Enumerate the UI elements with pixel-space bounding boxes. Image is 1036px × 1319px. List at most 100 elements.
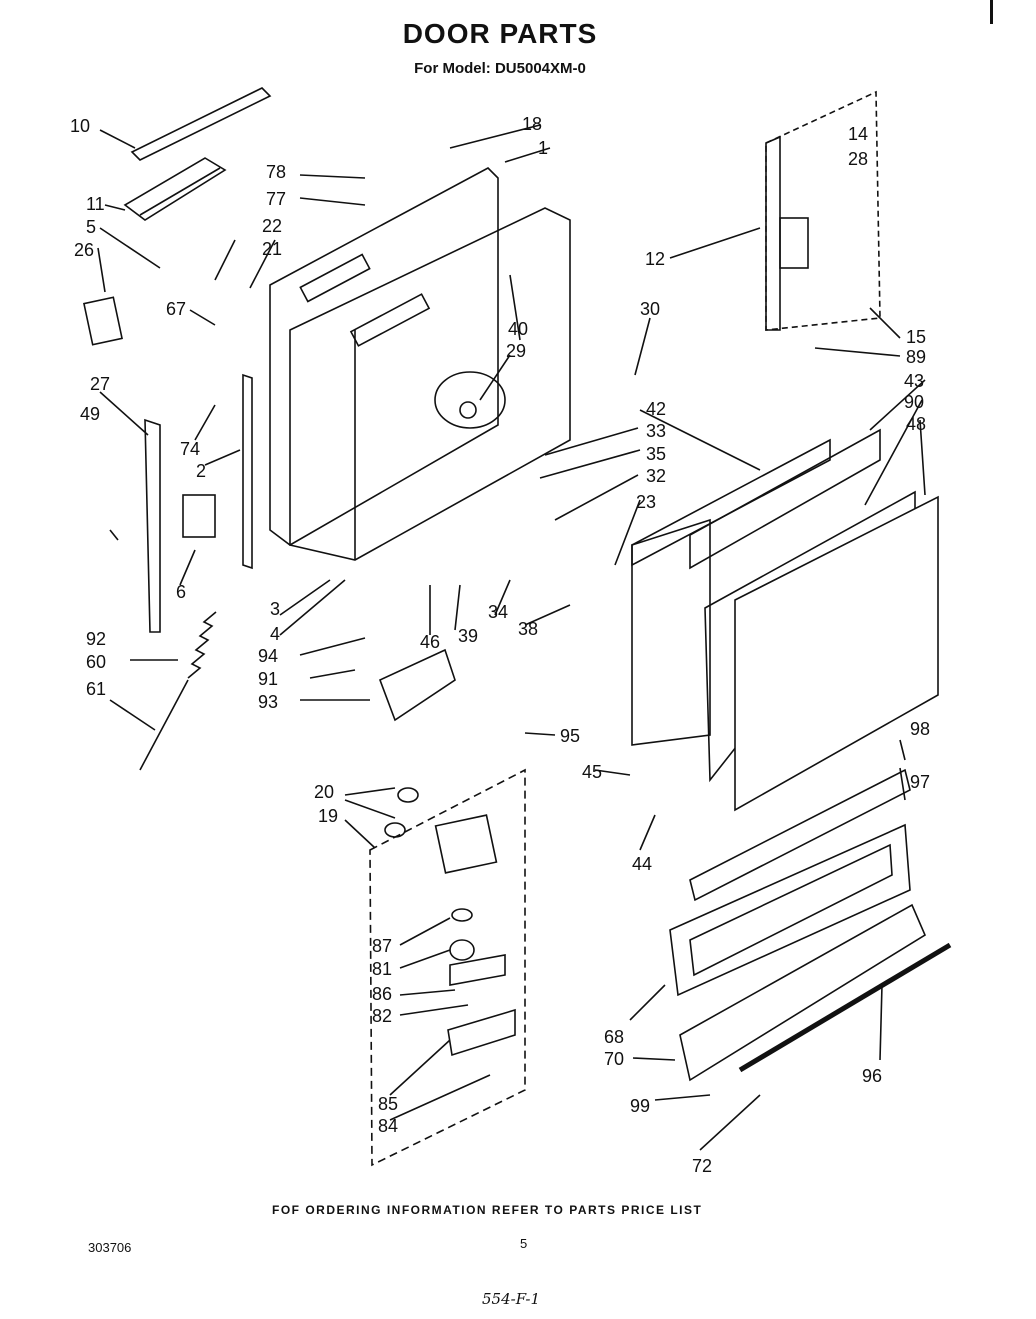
motor-base	[447, 1008, 516, 1057]
latch-group-outline	[765, 90, 881, 331]
callout-81: 81	[372, 959, 392, 979]
callout-40: 40	[508, 319, 528, 339]
callout-19: 19	[318, 806, 338, 826]
outer-door-panel	[269, 167, 499, 546]
callout-74: 74	[180, 439, 200, 459]
callout-85: 85	[378, 1094, 398, 1114]
dispenser	[434, 371, 506, 429]
callout-11: 11	[86, 194, 105, 214]
callout-49: 49	[80, 404, 100, 424]
callout-84: 84	[378, 1116, 398, 1136]
model-line: For Model: DU5004XM-0	[414, 60, 586, 77]
callout-45: 45	[582, 762, 602, 782]
hinge-arm	[242, 373, 253, 570]
panel-strip	[689, 428, 881, 570]
foot-rod	[738, 942, 952, 1073]
latch-bracket	[378, 648, 456, 722]
callout-5: 5	[86, 217, 96, 237]
hinge-spring	[187, 611, 217, 679]
side-channel	[144, 418, 161, 633]
handle-edge	[139, 167, 221, 216]
handwritten-note: 554-F-1	[482, 1290, 541, 1308]
side-trim	[765, 135, 781, 331]
callout-96: 96	[862, 1066, 882, 1086]
callout-labels: 10 18 1 14 28 78 77 11 22 5 21 26 12 67 …	[70, 114, 930, 1176]
callout-20: 20	[314, 782, 334, 802]
callout-89: 89	[906, 347, 926, 367]
top-trim-strip	[130, 87, 272, 161]
callout-23: 23	[636, 492, 656, 512]
ordering-note: FOF ORDERING INFORMATION REFER TO PARTS …	[272, 1203, 703, 1217]
vent-slot	[349, 293, 431, 347]
callout-35: 35	[646, 444, 666, 464]
motor-housing	[434, 814, 498, 874]
callout-77: 77	[266, 189, 286, 209]
callout-38: 38	[518, 619, 538, 639]
callout-67: 67	[166, 299, 186, 319]
switch-box	[182, 494, 216, 538]
callout-43: 43	[904, 371, 924, 391]
door-handle	[123, 157, 227, 221]
callout-95: 95	[560, 726, 580, 746]
callout-32: 32	[646, 466, 666, 486]
trim-strip	[689, 768, 911, 902]
inner-door-liner	[289, 207, 571, 561]
callout-26: 26	[74, 240, 94, 260]
latch-assembly	[779, 217, 809, 269]
callout-70: 70	[604, 1049, 624, 1069]
callout-21: 21	[262, 239, 282, 259]
callout-33: 33	[646, 421, 666, 441]
callout-99: 99	[630, 1096, 650, 1116]
callout-98: 98	[910, 719, 930, 739]
callout-6: 6	[176, 582, 186, 602]
callout-72: 72	[692, 1156, 712, 1176]
callout-44: 44	[632, 854, 652, 874]
callout-12: 12	[645, 249, 665, 269]
callout-86: 86	[372, 984, 392, 1004]
callout-82: 82	[372, 1006, 392, 1026]
callout-39: 39	[458, 626, 478, 646]
callout-10: 10	[70, 116, 90, 136]
bracket	[83, 296, 123, 346]
callout-28: 28	[848, 149, 868, 169]
leader-lines	[97, 124, 926, 1151]
vent-panel	[679, 903, 927, 1082]
callout-97: 97	[910, 772, 930, 792]
mount-plate	[449, 954, 506, 986]
callout-90: 90	[904, 392, 924, 412]
callout-92: 92	[86, 629, 106, 649]
motor-group-outline	[369, 768, 526, 1167]
callout-2: 2	[196, 461, 206, 481]
page-title: DOOR PARTS	[402, 18, 598, 49]
diagram-drawing	[83, 87, 952, 1167]
callout-3: 3	[270, 599, 280, 619]
callout-22: 22	[262, 216, 282, 236]
callout-61: 61	[86, 679, 106, 699]
access-panel	[631, 518, 711, 746]
motor-cap	[449, 939, 475, 961]
callout-94: 94	[258, 646, 278, 666]
callout-1: 1	[538, 138, 548, 158]
vent-slot	[299, 253, 371, 303]
gasket-frame	[669, 823, 911, 997]
callout-87: 87	[372, 936, 392, 956]
callout-48: 48	[906, 414, 926, 434]
corner-mark	[990, 0, 993, 24]
callout-18: 18	[522, 114, 542, 134]
callout-27: 27	[90, 374, 110, 394]
callout-42: 42	[646, 399, 666, 419]
callout-4: 4	[270, 624, 280, 644]
washer	[384, 822, 406, 838]
front-panel	[734, 495, 939, 812]
callout-68: 68	[604, 1027, 624, 1047]
callout-91: 91	[258, 669, 278, 689]
callout-34: 34	[488, 602, 508, 622]
callout-14: 14	[848, 124, 868, 144]
callout-93: 93	[258, 692, 278, 712]
page-number: 5	[520, 1236, 528, 1251]
callout-30: 30	[640, 299, 660, 319]
gasket-inner	[689, 843, 893, 977]
spring-cable	[139, 679, 189, 771]
callout-46: 46	[420, 632, 440, 652]
